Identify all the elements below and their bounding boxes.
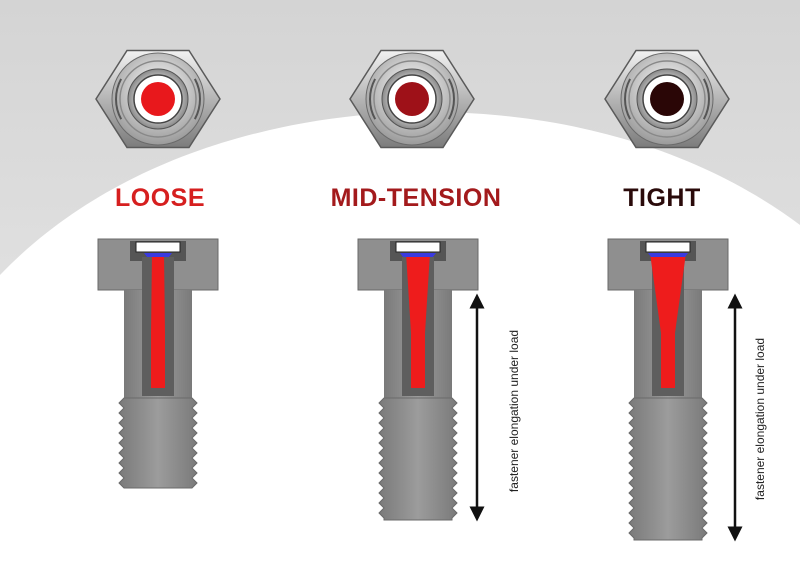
nut-arc-mark xyxy=(369,78,377,120)
indicator-rod-2 xyxy=(406,253,430,388)
label-mid-tension: MID-TENSION xyxy=(330,184,502,212)
contact-layer-2 xyxy=(400,253,436,257)
bolt-thread-2 xyxy=(378,397,458,521)
indicator-rod-3 xyxy=(650,253,686,388)
contact-layer-3 xyxy=(648,253,688,257)
bolt-thread-3 xyxy=(628,397,708,541)
nut-arc-mark xyxy=(624,78,632,120)
indicator-rod-1 xyxy=(151,253,165,388)
indicator-dot-1 xyxy=(141,82,175,116)
nut-arc-mark xyxy=(447,78,455,120)
label-loose: LOOSE xyxy=(114,184,205,212)
fastener-group-1 xyxy=(95,49,221,489)
nut-arc-mark xyxy=(115,78,123,120)
nut-arc-mark xyxy=(702,78,710,120)
bolt-thread-1 xyxy=(118,397,198,489)
fastener-group-3 xyxy=(604,49,743,542)
indicator-dot-2 xyxy=(395,82,429,116)
nut-groove-3 xyxy=(628,60,706,138)
elongation-note-mid: fastener elongation under load xyxy=(507,329,521,493)
nut-groove-2 xyxy=(373,60,451,138)
cap-window-3 xyxy=(645,241,691,253)
cap-window-1 xyxy=(135,241,181,253)
indicator-dot-3 xyxy=(650,82,684,116)
label-tight: TIGHT xyxy=(623,184,701,212)
nut-arc-mark xyxy=(193,78,201,120)
elongation-note-tight: fastener elongation under load xyxy=(753,337,767,501)
nut-groove-1 xyxy=(119,60,197,138)
contact-layer-1 xyxy=(144,253,172,257)
cap-window-2 xyxy=(395,241,441,253)
fastener-group-2 xyxy=(349,49,485,522)
